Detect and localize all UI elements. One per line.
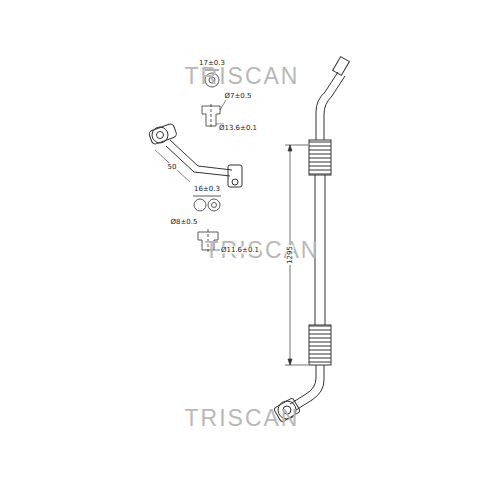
dimension-label: 50	[167, 164, 178, 171]
watermark: TRISCAN	[185, 407, 300, 430]
dimension-label: Ø8±0.5	[170, 219, 199, 226]
fitting-detail	[148, 123, 242, 187]
dimension-label: 16±0.3	[193, 186, 221, 193]
dimension-label: 1295	[287, 245, 294, 265]
dimension-label: Ø13.6±0.1	[218, 125, 258, 132]
dimension-label: Ø11.6±0.1	[220, 247, 260, 254]
dimension-label: Ø7±0.5	[224, 93, 253, 100]
dimension-label: 17±0.3	[198, 60, 226, 67]
watermark: TRISCAN	[185, 65, 300, 88]
